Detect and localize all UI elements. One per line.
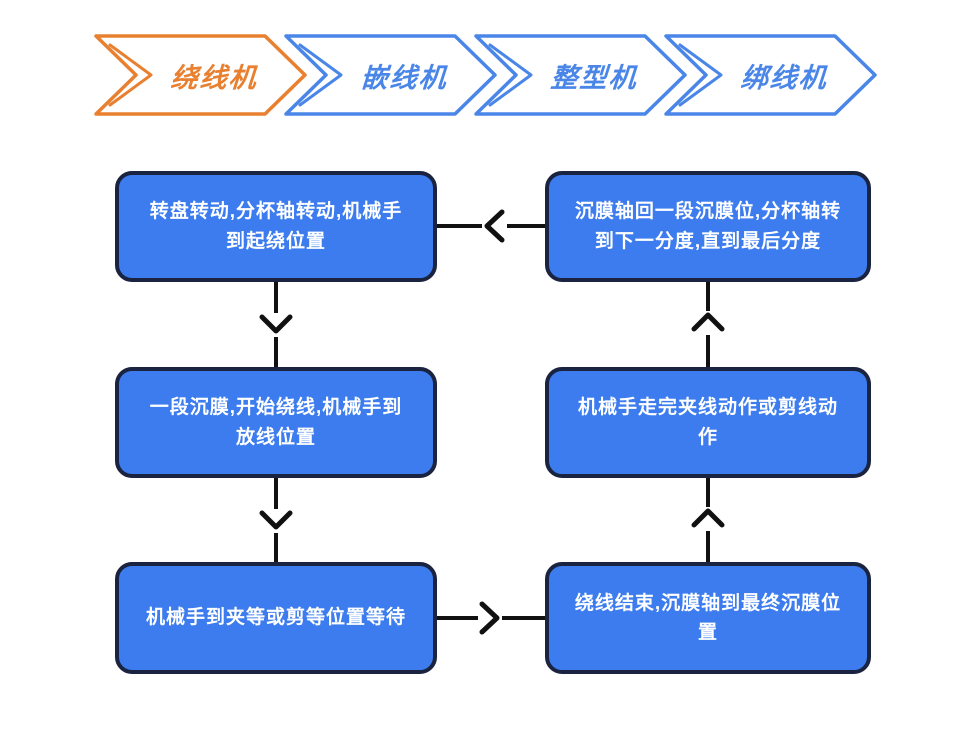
tab-label: 嵌线机 <box>359 62 449 93</box>
flow-node-step-6: 沉膜轴回一段沉膜位,分杯轴转到下一分度,直到最后分度 <box>545 171 871 282</box>
arrow-step2-step3 <box>259 478 293 562</box>
tab-label: 整型机 <box>549 62 639 93</box>
flow-node-step-4: 绕线结束,沉膜轴到最终沉膜位置 <box>545 562 871 674</box>
chevron-banner-icon <box>474 34 687 116</box>
tab-binding-machine[interactable]: 绑线机 <box>663 33 878 117</box>
arrow-step5-step6 <box>691 282 725 367</box>
flow-node-step-5: 机械手走完夹线动作或剪线动作 <box>545 367 871 478</box>
tab-winding-machine[interactable]: 绕线机 <box>93 33 308 117</box>
flow-node-step-1: 转盘转动,分杯轴转动,机械手到起绕位置 <box>115 171 437 282</box>
chevron-banner-icon <box>664 34 877 116</box>
arrow-step1-step2 <box>259 282 293 367</box>
arrow-step6-step1 <box>437 209 545 243</box>
flow-node-step-3: 机械手到夹等或剪等位置等待 <box>115 562 437 674</box>
tab-shaping-machine[interactable]: 整型机 <box>473 33 688 117</box>
flow-node-step-2: 一段沉膜,开始绕线,机械手到放线位置 <box>115 367 437 478</box>
chevron-banner-icon <box>94 34 307 116</box>
arrow-step3-step4 <box>437 601 545 635</box>
arrow-step4-step5 <box>691 478 725 562</box>
tab-label: 绕线机 <box>169 62 259 93</box>
chevron-banner-icon <box>284 34 497 116</box>
tab-label: 绑线机 <box>739 62 829 93</box>
tab-inserting-machine[interactable]: 嵌线机 <box>283 33 498 117</box>
